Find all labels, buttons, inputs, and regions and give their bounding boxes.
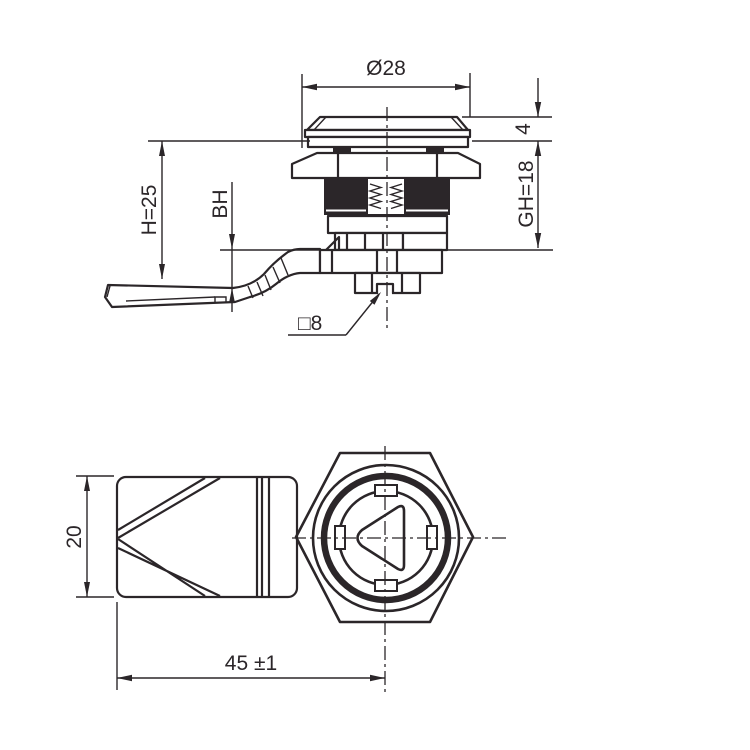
body-tier-b-right: [401, 231, 449, 252]
body-wedge: [325, 235, 341, 251]
dim-panel-grip: BH: [209, 182, 235, 312]
spindle-slot: [375, 282, 395, 294]
cam-lever: [103, 247, 322, 309]
wing-body: [115, 475, 299, 599]
dim-label-spindle: □8: [298, 312, 322, 335]
wing-chevrons: [117, 477, 221, 597]
dim-height: H=25: [138, 140, 310, 279]
hex-nut-top: [294, 451, 475, 624]
side-view: Ø28 4 GH=18 H=25 BH □8: [103, 57, 553, 336]
dim-label-length: 45 ±1: [225, 652, 277, 675]
lever-inner-line: [125, 296, 216, 302]
lever-neck-segment-lines: [247, 257, 289, 299]
body-tier-b: [333, 231, 405, 252]
spring-left: [367, 183, 384, 210]
dim-length: 45 ±1: [116, 602, 385, 690]
tab-north: [374, 484, 398, 497]
dim-label-panel-grip: BH: [209, 189, 232, 218]
dim-diameter: Ø28: [301, 57, 471, 148]
dim-label-height: H=25: [138, 185, 161, 236]
tab-south: [374, 579, 398, 592]
dim-spindle-callout: □8: [288, 292, 381, 336]
dim-label-grip-height: GH=18: [515, 160, 538, 227]
latch-body: [318, 214, 449, 275]
top-view: 20 45 ±1: [63, 446, 508, 692]
lever-notch: [214, 296, 227, 303]
threaded-section: [324, 178, 450, 215]
wing-body-edge-lines: [255, 478, 271, 596]
dim-label-body-width: 20: [63, 525, 86, 548]
hex-nut: [290, 151, 482, 180]
dim-label-diameter: Ø28: [366, 57, 406, 80]
washer: [306, 135, 470, 149]
dim-label-head-height: 4: [512, 123, 535, 135]
thread-right: [426, 147, 444, 153]
dim-head-height: 4: [462, 78, 552, 142]
spring-right: [388, 183, 405, 210]
cam-hub: [318, 248, 444, 275]
lever-tip-bevel-line: [106, 285, 111, 298]
dim-grip-height: GH=18: [515, 141, 542, 248]
thread-left: [333, 147, 351, 153]
dim-body-width: 20: [63, 475, 114, 598]
